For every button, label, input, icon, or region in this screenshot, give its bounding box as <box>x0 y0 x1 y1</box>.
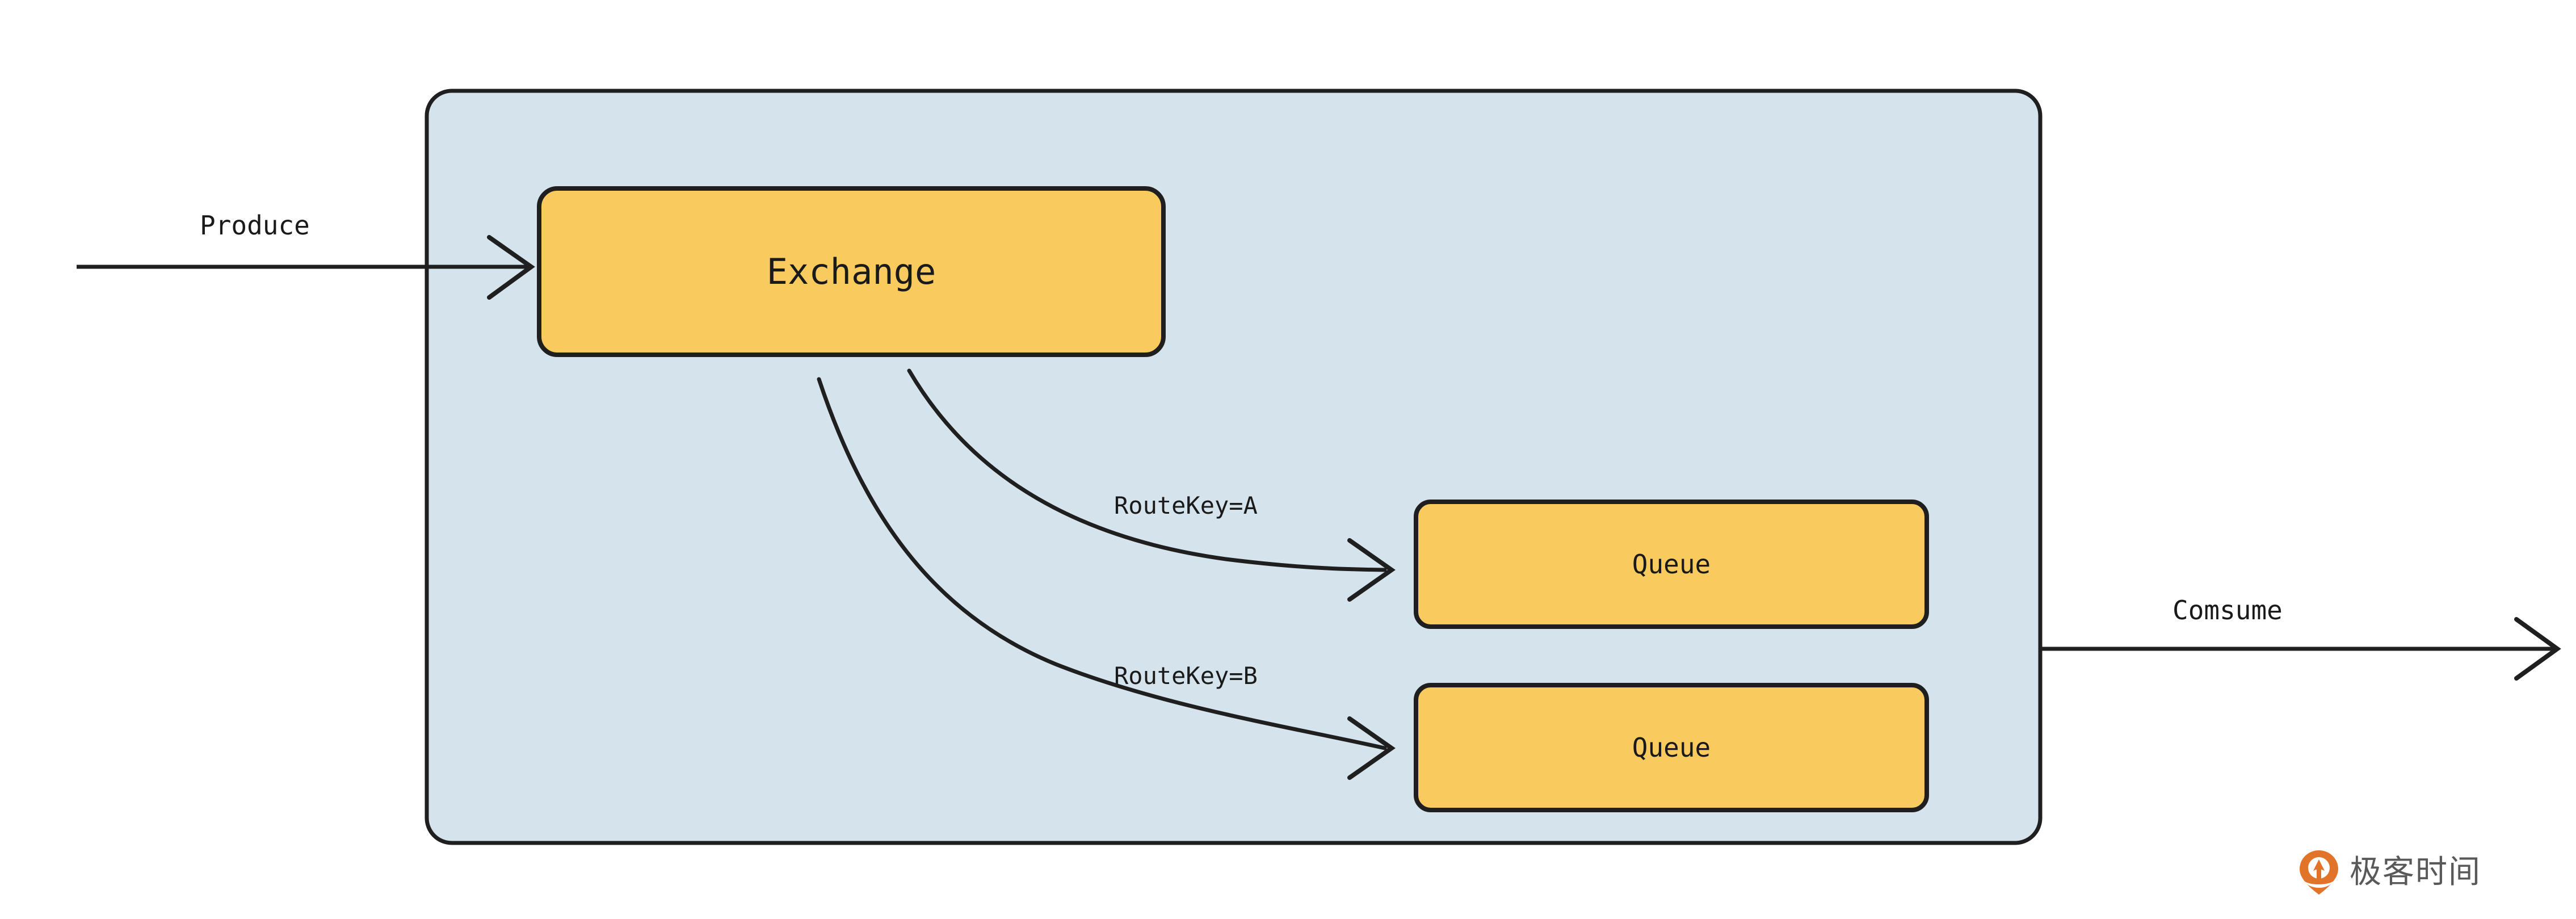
watermark: 极客时间 <box>2297 841 2536 904</box>
queue-b-node[interactable] <box>1414 683 1929 812</box>
exchange-node[interactable] <box>537 186 1166 357</box>
binding-edge-a <box>907 368 1396 602</box>
watermark-text: 极客时间 <box>2350 854 2481 891</box>
geektime-logo-icon <box>2297 849 2340 896</box>
binding-edge-b <box>817 377 1396 780</box>
route-key-a-label: RouteKey=A <box>1114 492 1258 519</box>
produce-label: Produce <box>200 210 310 241</box>
produce-arrow <box>77 235 535 300</box>
queue-a-node[interactable] <box>1414 500 1929 629</box>
comsume-arrow <box>2040 617 2561 681</box>
route-key-b-label: RouteKey=B <box>1114 662 1258 690</box>
comsume-label: Comsume <box>2172 595 2283 626</box>
